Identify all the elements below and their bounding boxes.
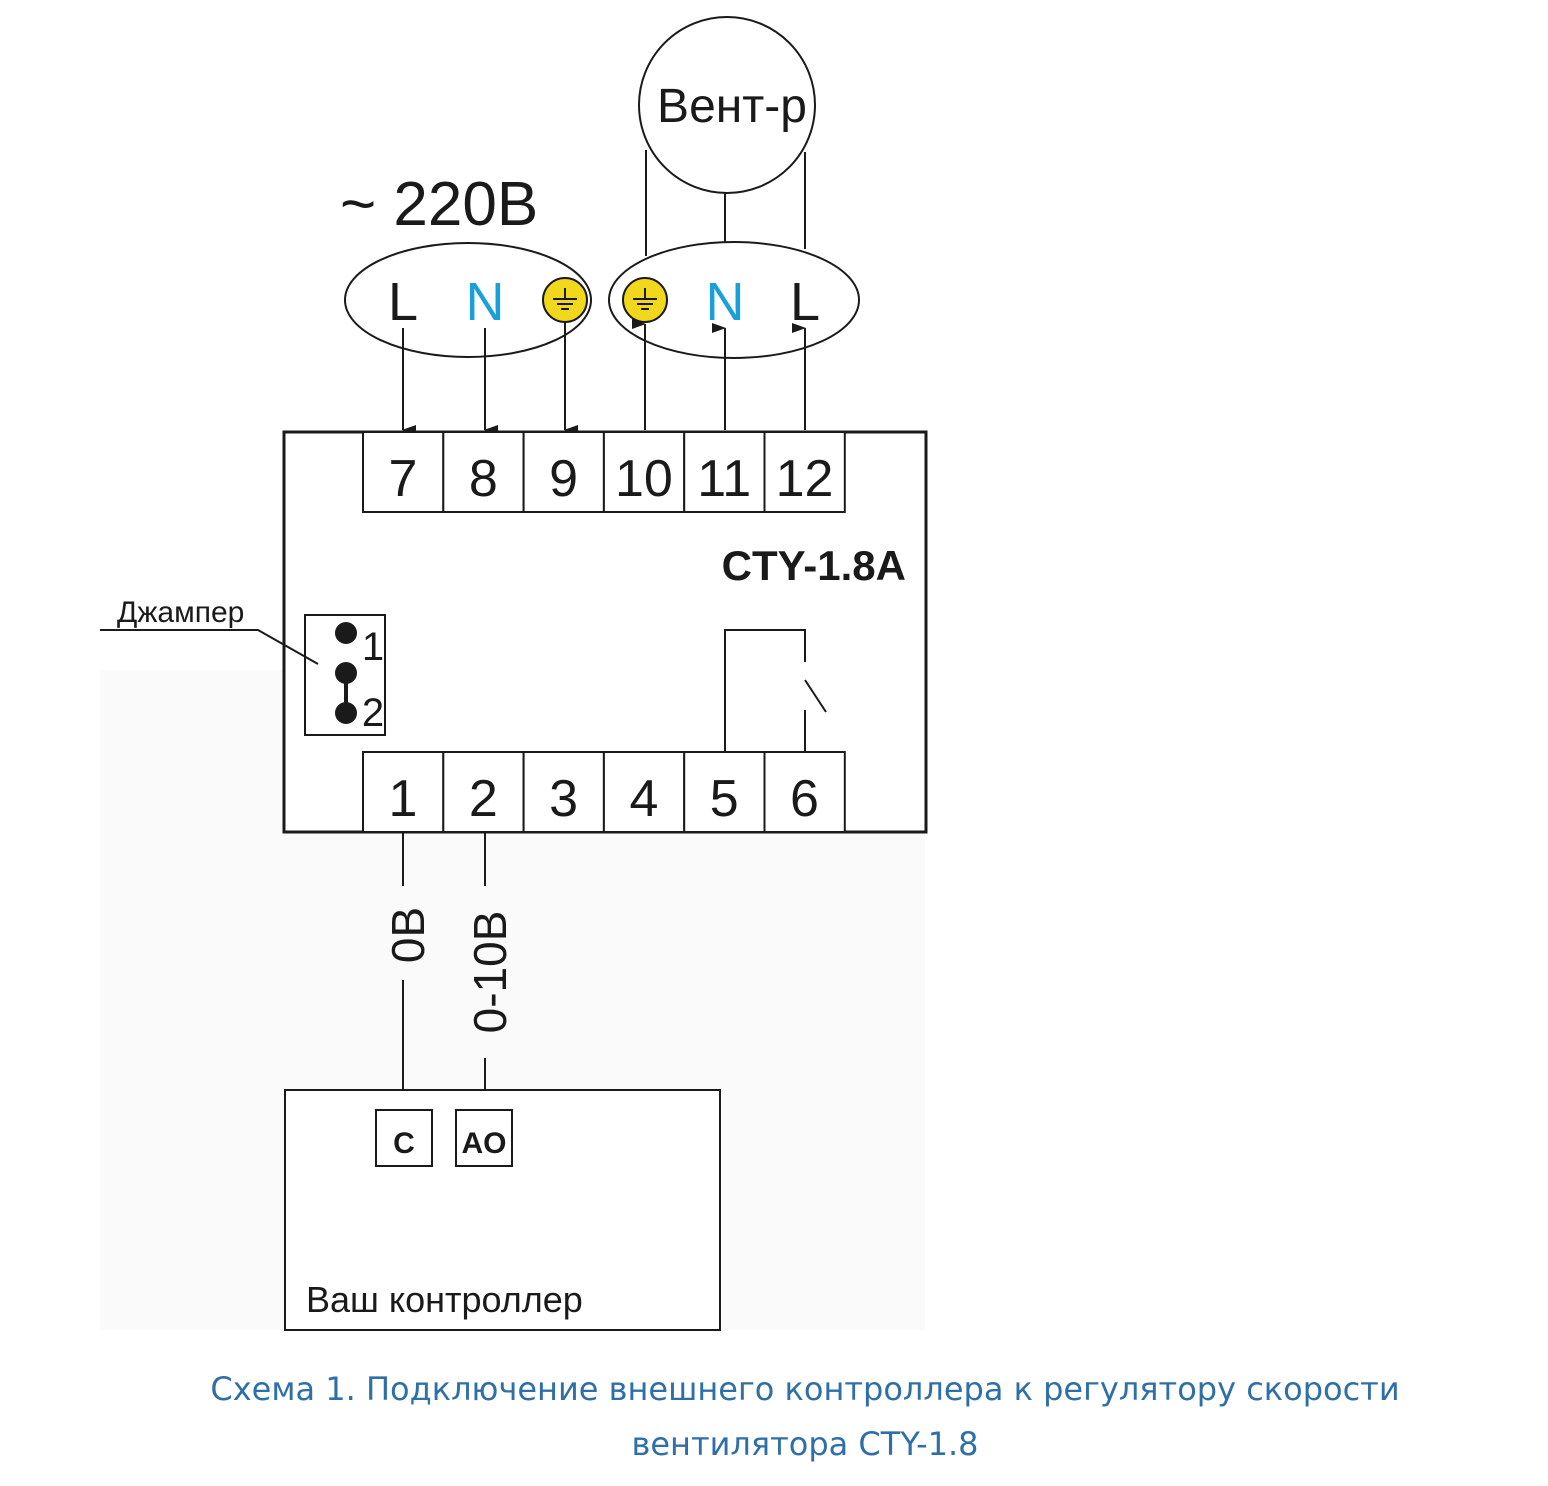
terminal-cell <box>763 431 846 513</box>
terminal-number: 3 <box>549 770 578 828</box>
controller-label: Ваш контроллер <box>306 1279 583 1320</box>
terminal-number: 8 <box>469 450 498 508</box>
terminal-number: 9 <box>549 450 578 508</box>
input-connector: L N <box>344 242 592 358</box>
jumper: Джампер 1 2 <box>100 596 386 736</box>
input-l: L <box>388 272 418 332</box>
terminal-number: 1 <box>389 770 418 828</box>
terminal-cell <box>683 431 766 513</box>
terminal-number: 4 <box>629 770 658 828</box>
wires-arrows <box>402 319 806 435</box>
caption-line-1: Схема 1. Подключение внешнего контроллер… <box>210 1370 1399 1408</box>
terminal-cell <box>683 751 766 833</box>
control-wires: 0В 0-10В <box>382 832 516 1090</box>
controller: C AO Ваш контроллер <box>284 1089 721 1331</box>
caption-line-2: вентилятора CTY-1.8 <box>632 1425 979 1463</box>
output-n: N <box>706 272 745 332</box>
terminal-cell <box>362 751 445 833</box>
ground-icon <box>542 277 588 323</box>
jumper-pin-1: 1 <box>362 625 384 669</box>
supply-label: ~ 220В <box>340 170 538 239</box>
terminal-number: 5 <box>710 770 739 828</box>
jumper-label: Джампер <box>117 596 244 629</box>
relay-contact <box>724 629 827 752</box>
output-connector: N L <box>608 241 860 359</box>
wire-label-0v: 0В <box>382 907 434 963</box>
terminal-cell <box>602 431 686 513</box>
terminal-number: 2 <box>469 770 498 828</box>
port-ao: AO <box>462 1127 507 1160</box>
device-model: CTY-1.8A <box>722 542 906 589</box>
terminal-number: 7 <box>389 450 418 508</box>
fan-label: Вент-р <box>657 80 807 133</box>
terminal-number: 10 <box>615 450 673 508</box>
output-l: L <box>790 272 820 332</box>
wire-label-0-10v: 0-10В <box>464 911 516 1034</box>
input-n: N <box>466 272 505 332</box>
ground-icon <box>622 277 668 323</box>
terminal-number: 11 <box>697 450 751 508</box>
port-c: C <box>393 1127 415 1160</box>
fan: Вент-р <box>638 16 816 256</box>
jumper-pin-2: 2 <box>362 691 384 735</box>
terminal-cell <box>763 751 846 833</box>
terminal-cell <box>522 431 605 513</box>
terminal-number: 6 <box>790 770 819 828</box>
terminal-cell <box>442 431 525 513</box>
terminal-number: 12 <box>776 450 834 508</box>
